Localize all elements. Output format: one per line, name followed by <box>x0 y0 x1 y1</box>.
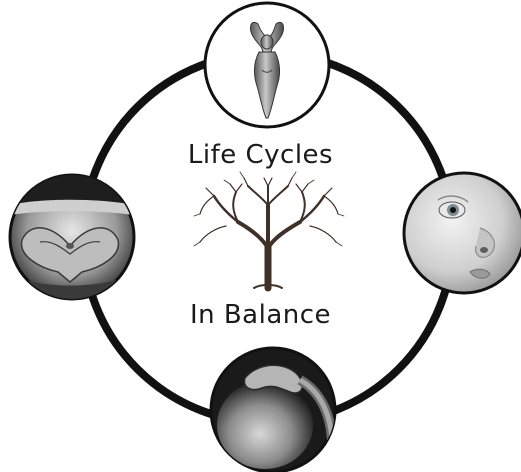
goddess-figurine-photo <box>205 3 329 127</box>
pregnant-belly-photo <box>211 348 335 472</box>
tree-icon <box>194 172 344 288</box>
baby-face-photo <box>404 173 521 293</box>
logo-title-line1: Life Cycles <box>0 140 521 170</box>
logo-title-line2: In Balance <box>0 300 521 330</box>
hands-heart-photo <box>10 175 134 300</box>
